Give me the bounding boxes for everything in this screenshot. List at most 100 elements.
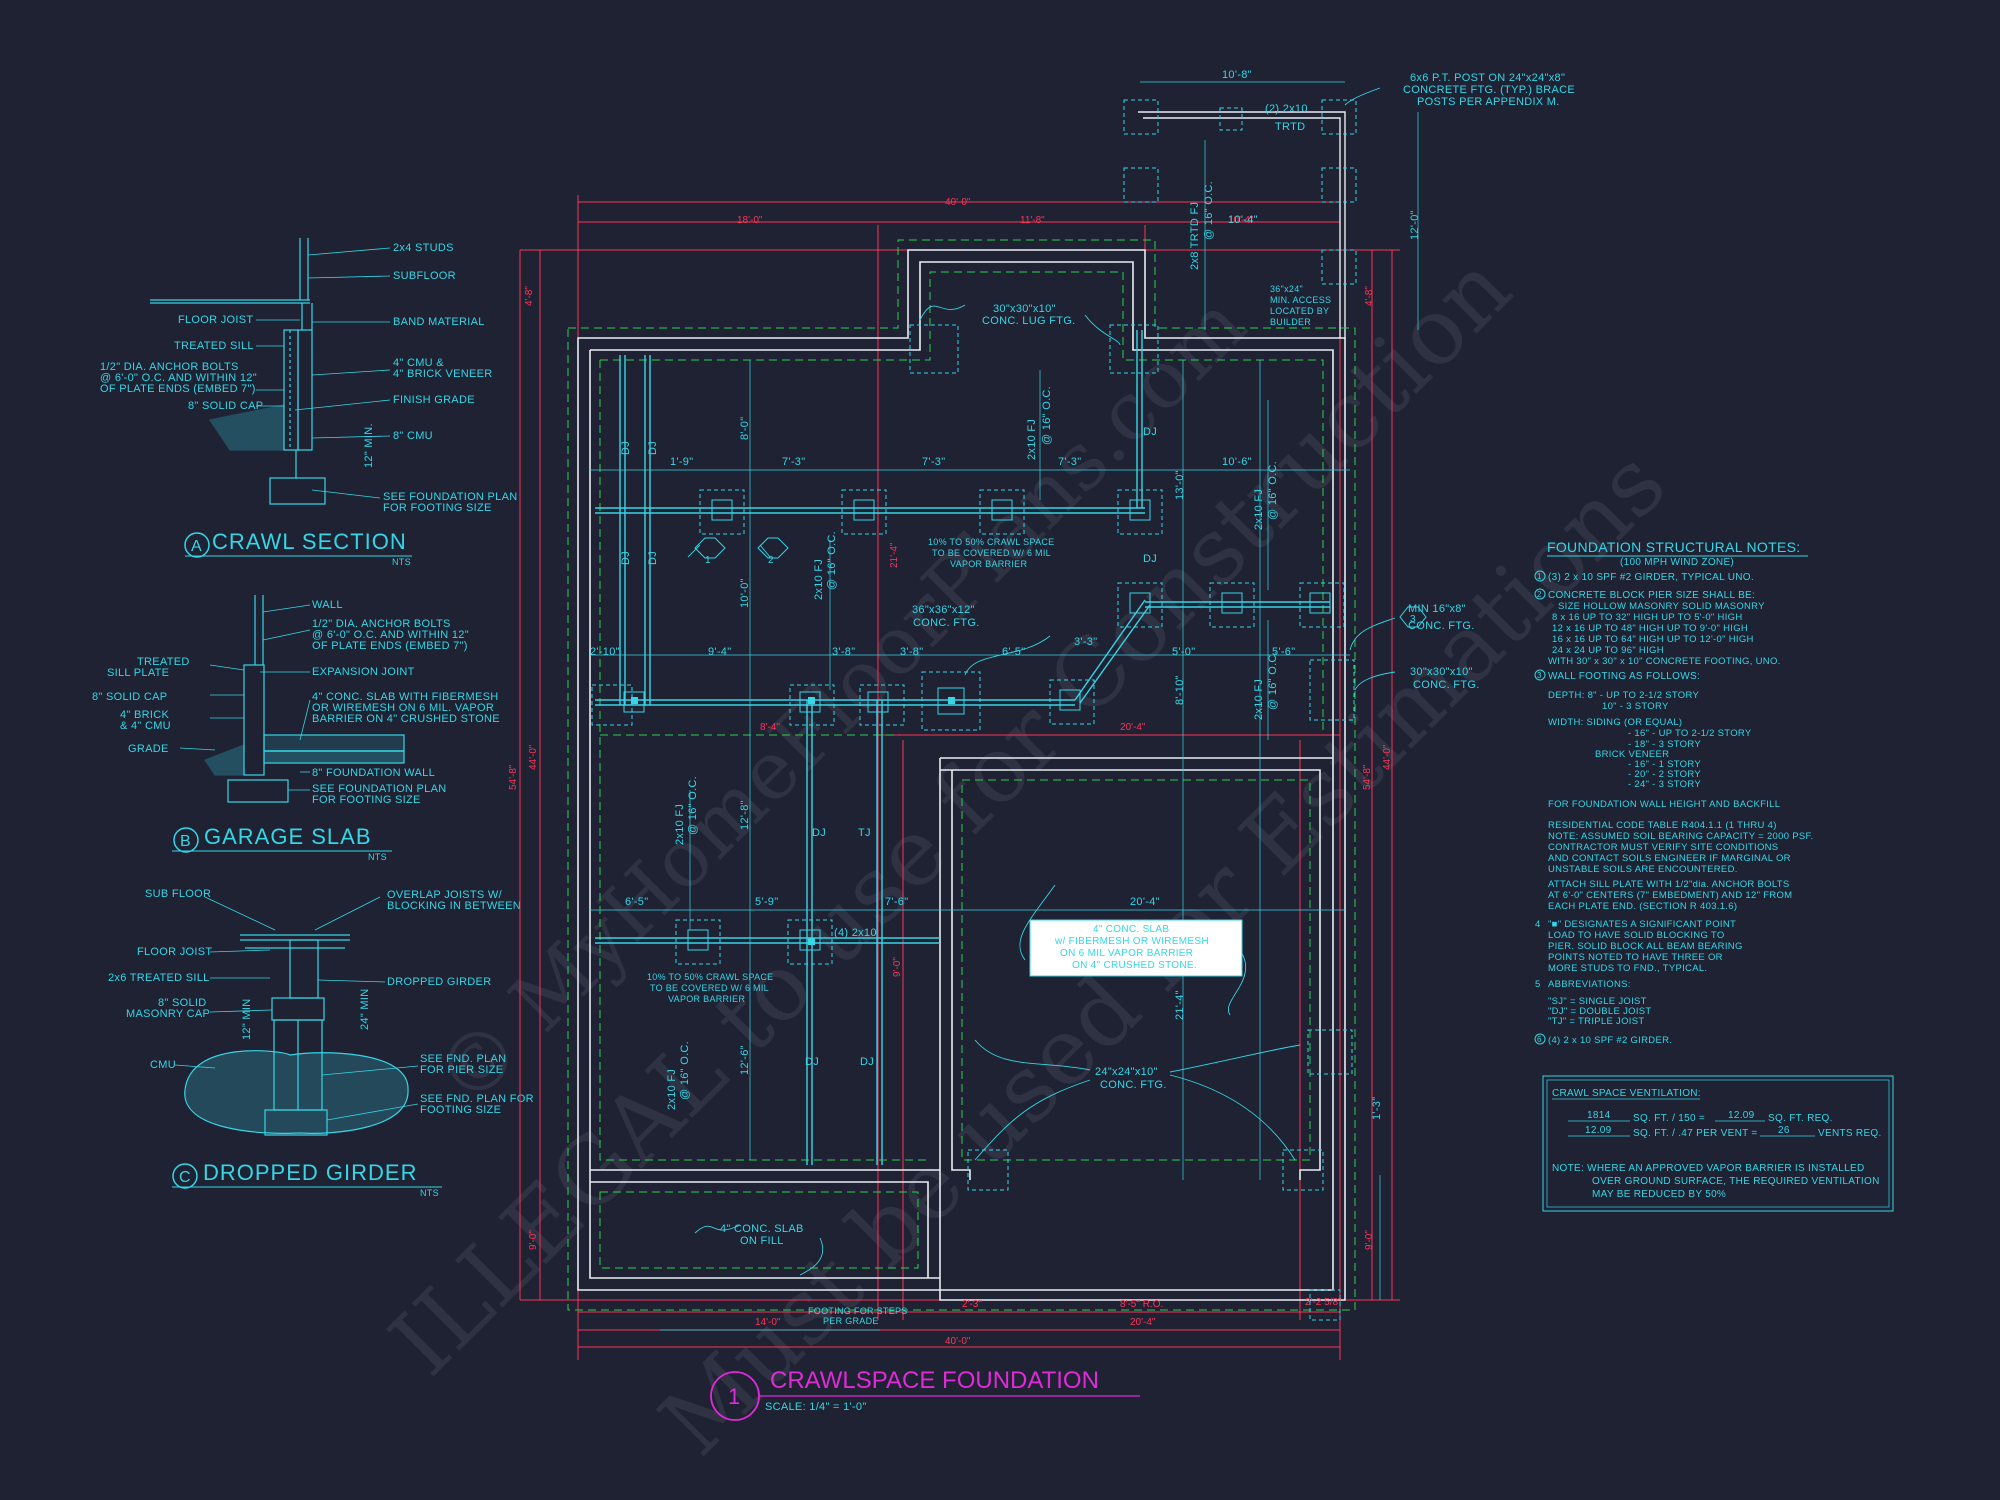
svg-text:54'-8": 54'-8" — [508, 764, 519, 790]
svg-text:SQ. FT. REQ.: SQ. FT. REQ. — [1768, 1113, 1833, 1124]
detail-a-leaders — [256, 247, 391, 499]
svg-text:@ 16" O.C.: @ 16" O.C. — [1203, 181, 1215, 240]
svg-text:DJ: DJ — [1143, 426, 1157, 438]
svg-text:4" BRICK: 4" BRICK — [120, 709, 169, 721]
svg-text:MORE STUDS TO FND., TYPICAL.: MORE STUDS TO FND., TYPICAL. — [1548, 963, 1707, 974]
svg-text:44'-0": 44'-0" — [528, 744, 539, 770]
svg-text:24" MIN: 24" MIN — [359, 989, 371, 1030]
svg-text:40'-0": 40'-0" — [945, 1336, 971, 1347]
svg-text:CONC. FTG.: CONC. FTG. — [913, 617, 980, 629]
cyan-dimensions: 10'-8" 12'-0" 10'-4" 1'-9" 7'-3" 7'-3" 7… — [590, 69, 1421, 1120]
svg-text:CONCRETE BLOCK PIER SIZE SHALL: CONCRETE BLOCK PIER SIZE SHALL BE: — [1548, 590, 1755, 601]
plan-leaders — [687, 87, 1396, 1276]
svg-text:10% TO 50% CRAWL SPACE: 10% TO 50% CRAWL SPACE — [928, 537, 1054, 547]
svg-text:20'-4": 20'-4" — [1130, 1317, 1156, 1328]
svg-text:10% TO 50% CRAWL SPACE: 10% TO 50% CRAWL SPACE — [647, 972, 773, 982]
svg-text:2x10 FJ: 2x10 FJ — [1253, 489, 1265, 530]
svg-text:9'-0": 9'-0" — [892, 957, 903, 977]
svg-text:SQ. FT. / .47 PER VENT =: SQ. FT. / .47 PER VENT = — [1633, 1128, 1758, 1139]
svg-text:CONC. LUG FTG.: CONC. LUG FTG. — [982, 315, 1075, 327]
joist-reference-lines — [590, 81, 1419, 1331]
svg-text:4: 4 — [1535, 919, 1541, 930]
svg-text:CRAWLSPACE FOUNDATION: CRAWLSPACE FOUNDATION — [770, 1367, 1099, 1394]
svg-text:6'-5": 6'-5" — [625, 896, 648, 908]
svg-text:UNSTABLE SOILS ARE ENCOUNTERED: UNSTABLE SOILS ARE ENCOUNTERED. — [1548, 864, 1738, 875]
svg-text:54'-8": 54'-8" — [1362, 764, 1373, 790]
detail-c-title: C DROPPED GIRDER NTS — [172, 1160, 442, 1198]
svg-text:SUB FLOOR: SUB FLOOR — [145, 888, 211, 900]
svg-text:CMU: CMU — [150, 1059, 176, 1071]
svg-text:2: 2 — [768, 555, 774, 566]
svg-text:MIN. ACCESS: MIN. ACCESS — [1270, 295, 1331, 305]
svg-text:9'-4": 9'-4" — [708, 646, 731, 658]
drawing-title: 1 CRAWLSPACE FOUNDATION SCALE: 1/4" = 1'… — [710, 1367, 1140, 1421]
svg-text:8'-4": 8'-4" — [760, 722, 780, 733]
svg-text:1: 1 — [728, 1384, 740, 1409]
svg-text:8" FOUNDATION WALL: 8" FOUNDATION WALL — [312, 767, 435, 779]
point-loads — [631, 697, 955, 945]
svg-text:ON 4" CRUSHED STONE.: ON 4" CRUSHED STONE. — [1072, 960, 1197, 971]
svg-text:21'-4": 21'-4" — [889, 542, 900, 568]
svg-text:2'-2 5/8": 2'-2 5/8" — [1305, 1297, 1342, 1308]
svg-text:SEE FND. PLAN: SEE FND. PLAN — [420, 1053, 506, 1065]
svg-text:MAY BE REDUCED BY 50%: MAY BE REDUCED BY 50% — [1592, 1189, 1726, 1200]
svg-text:TREATED SILL: TREATED SILL — [174, 340, 254, 352]
svg-text:VENTS REQ.: VENTS REQ. — [1818, 1128, 1882, 1139]
svg-text:1814: 1814 — [1587, 1110, 1611, 1121]
svg-text:2x8 TRTD FJ: 2x8 TRTD FJ — [1189, 202, 1201, 270]
svg-text:NTS: NTS — [368, 852, 387, 862]
svg-text:SQ. FT. / 150 =: SQ. FT. / 150 = — [1633, 1113, 1705, 1124]
slab-callout-box: 4" CONC. SLAB w/ FIBERMESH OR WIREMESH O… — [1029, 919, 1243, 977]
svg-text:DJ: DJ — [860, 1056, 874, 1068]
svg-text:DJ: DJ — [805, 1056, 819, 1068]
svg-text:12'-8": 12'-8" — [739, 800, 751, 830]
svg-text:3'-8": 3'-8" — [832, 646, 855, 658]
svg-text:CONC. FTG.: CONC. FTG. — [1100, 1079, 1167, 1091]
svg-text:PER GRADE: PER GRADE — [823, 1316, 879, 1326]
svg-text:2x10 FJ: 2x10 FJ — [1026, 419, 1038, 460]
detail-c-leaders — [174, 896, 419, 1121]
svg-text:DJ: DJ — [1143, 553, 1157, 565]
svg-text:2x6 TREATED SILL: 2x6 TREATED SILL — [108, 972, 210, 984]
svg-text:24"x24"x10": 24"x24"x10" — [1095, 1066, 1158, 1078]
svg-text:21'-4": 21'-4" — [1174, 990, 1186, 1020]
svg-text:- 20" - 2 STORY: - 20" - 2 STORY — [1628, 769, 1701, 780]
svg-text:"DJ" = DOUBLE JOIST: "DJ" = DOUBLE JOIST — [1548, 1006, 1652, 1017]
svg-text:4" CONC. SLAB: 4" CONC. SLAB — [1093, 924, 1169, 935]
svg-text:TREATED: TREATED — [137, 656, 190, 668]
svg-text:6'-5": 6'-5" — [1002, 646, 1025, 658]
svg-text:18'-0": 18'-0" — [737, 215, 763, 226]
svg-text:2x10 FJ: 2x10 FJ — [813, 559, 825, 600]
svg-text:12'-6": 12'-6" — [739, 1045, 751, 1075]
svg-text:@ 16" O.C.: @ 16" O.C. — [1267, 461, 1279, 520]
svg-text:14'-0": 14'-0" — [755, 1317, 781, 1328]
svg-text:"■" DESIGNATES A SIGNIFICANT P: "■" DESIGNATES A SIGNIFICANT POINT — [1548, 919, 1736, 930]
svg-text:5'-6": 5'-6" — [1272, 646, 1295, 658]
svg-text:CRAWL SECTION: CRAWL SECTION — [212, 529, 407, 554]
svg-text:11'-8": 11'-8" — [1020, 215, 1045, 226]
svg-text:5'-0": 5'-0" — [1172, 646, 1195, 658]
svg-text:16 x 16 UP TO 64" HIGH: 16 x 16 UP TO 64" HIGH UP TO 12'-0" HIGH — [1552, 634, 1754, 645]
svg-text:6: 6 — [1537, 1035, 1542, 1044]
pier-tags — [694, 537, 1427, 628]
svg-text:DEPTH: 8" - UP TO 2-1/2 STOR: DEPTH: 8" - UP TO 2-1/2 STORY — [1548, 690, 1699, 701]
svg-text:TRTD: TRTD — [1275, 121, 1305, 133]
svg-text:12.09: 12.09 — [1585, 1125, 1612, 1136]
svg-text:FOR PIER SIZE: FOR PIER SIZE — [420, 1064, 503, 1076]
svg-text:8" SOLID: 8" SOLID — [158, 997, 207, 1009]
svg-text:@ 16" O.C.: @ 16" O.C. — [1267, 651, 1279, 710]
svg-text:6x6 P.T. POST ON 24"x24"x8": 6x6 P.T. POST ON 24"x24"x8" — [1410, 72, 1565, 84]
svg-text:1: 1 — [705, 555, 711, 566]
svg-text:ON 6 MIL VAPOR BARRIER: ON 6 MIL VAPOR BARRIER — [1060, 948, 1193, 959]
svg-text:ATTACH SILL PLATE WITH 1/2"dia: ATTACH SILL PLATE WITH 1/2"dia. ANCHOR B… — [1548, 879, 1789, 890]
svg-text:26: 26 — [1778, 1125, 1790, 1136]
svg-text:POINTS NOTED TO HAVE THREE OR: POINTS NOTED TO HAVE THREE OR — [1548, 952, 1723, 963]
svg-text:8" CMU: 8" CMU — [393, 430, 433, 442]
svg-text:PIER. SOLID BLOCK ALL BEAM BEA: PIER. SOLID BLOCK ALL BEAM BEARING — [1548, 941, 1743, 952]
svg-text:8'-10": 8'-10" — [1174, 675, 1186, 705]
svg-text:(4) 2x10: (4) 2x10 — [834, 927, 877, 939]
svg-text:1: 1 — [1537, 572, 1542, 581]
svg-text:7'-6": 7'-6" — [885, 896, 908, 908]
svg-text:CONTRACTOR MUST VERIFY SITE CO: CONTRACTOR MUST VERIFY SITE CONDITIONS — [1548, 842, 1778, 853]
